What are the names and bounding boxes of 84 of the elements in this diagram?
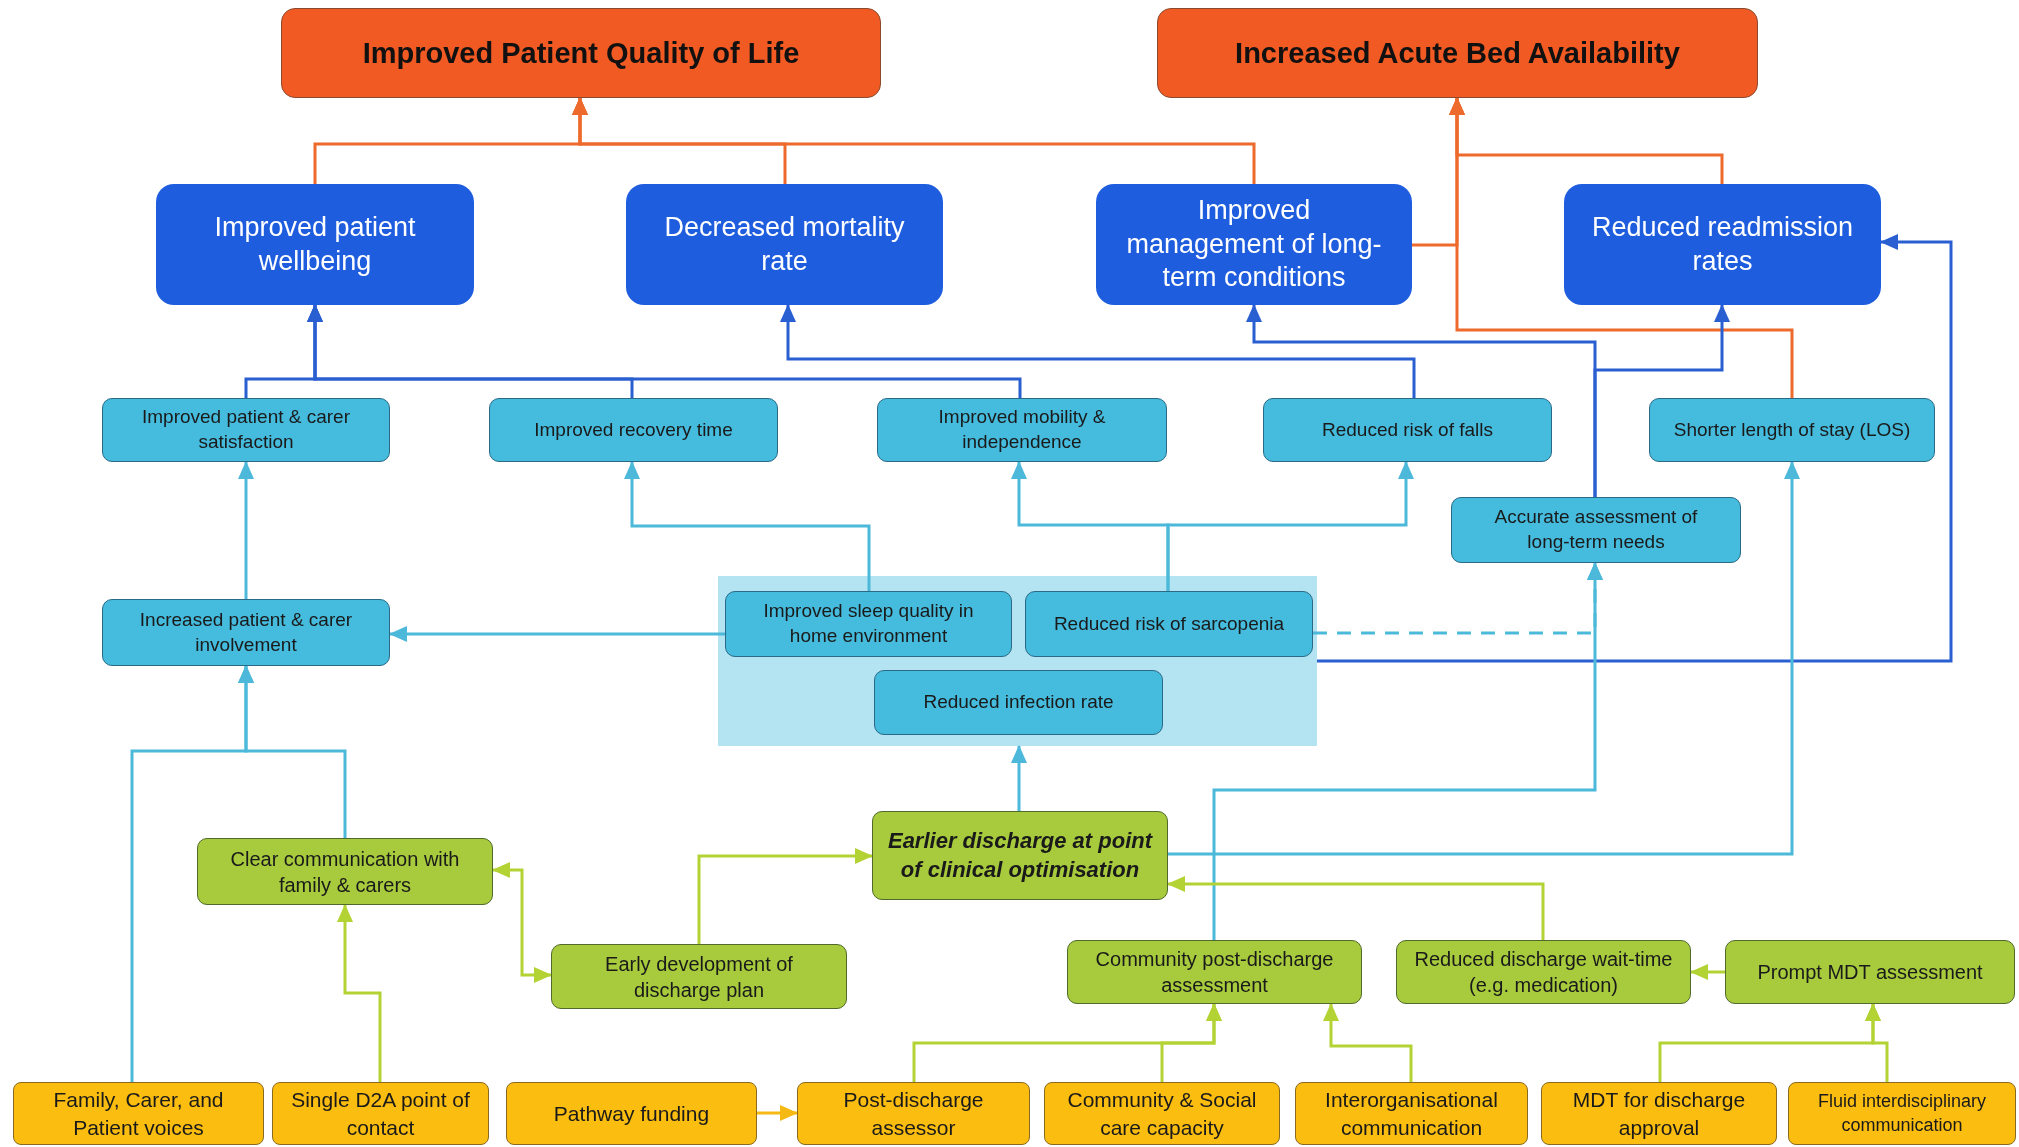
- arrow: [697, 848, 873, 944]
- key-intervention-box: [872, 811, 1168, 900]
- benefit-box: [102, 398, 390, 462]
- node-label: Improved patient & carer satisfaction: [140, 405, 351, 454]
- enabler-box: [1044, 1082, 1280, 1145]
- node-label: Improved mobility & independence: [937, 405, 1107, 454]
- benefit-box: [1263, 398, 1552, 462]
- node-label: Post-discharge assessor: [842, 1087, 985, 1141]
- node-label: Reduced infection rate: [923, 690, 1114, 715]
- enabler-box: [13, 1082, 264, 1145]
- outcome-box: [1096, 184, 1412, 305]
- node-label: Community & Social care capacity: [1066, 1087, 1258, 1141]
- arrow: [1166, 461, 1414, 591]
- arrow: [1011, 745, 1027, 811]
- node-label: Pathway funding: [553, 1100, 710, 1127]
- arrow: [1449, 97, 1794, 398]
- intervention-box: [1396, 940, 1691, 1004]
- node-label: Interorganisational communication: [1324, 1087, 1499, 1141]
- enabler-box: [1295, 1082, 1528, 1145]
- enabler-box: [1788, 1082, 2016, 1145]
- arrow: [572, 97, 1256, 184]
- benefit-box: [1451, 497, 1741, 563]
- outcome-box: [626, 184, 943, 305]
- node-label: Prompt MDT assessment: [1757, 960, 1983, 985]
- node-label: Improved recovery time: [534, 417, 733, 442]
- outcome-box: [156, 184, 474, 305]
- arrow: [1865, 1003, 1889, 1082]
- arrow: [1167, 876, 1545, 940]
- enabler-box: [506, 1082, 757, 1145]
- outcome-box: [1564, 184, 1881, 305]
- arrow: [624, 461, 871, 591]
- benefit-box: [877, 398, 1167, 462]
- node-label: Earlier discharge at point of clinical optimisation: [886, 826, 1154, 884]
- node-label: Clear communication with family & carers: [229, 846, 461, 898]
- arrow: [1593, 304, 1730, 497]
- node-label: Fluid interdisciplinary communication: [1816, 1090, 1988, 1137]
- node-label: Decreased mortality rate: [663, 210, 906, 278]
- node-label: Reduced discharge wait-time (e.g. medication): [1413, 947, 1674, 998]
- arrow: [757, 1105, 798, 1121]
- benefit-box: [874, 670, 1163, 735]
- node-label: Improved management of long-term conditions: [1125, 193, 1383, 295]
- arrow: [307, 304, 1022, 398]
- arrow: [1160, 1003, 1222, 1082]
- goal-box: [281, 8, 881, 98]
- intervention-box: [1067, 940, 1362, 1004]
- arrow: [238, 665, 347, 838]
- node-label: Improved sleep quality in home environment: [762, 599, 975, 648]
- node-label: Accurate assessment of long-term needs: [1493, 505, 1699, 554]
- goal-box: [1157, 8, 1758, 98]
- node-label: Shorter length of stay (LOS): [1673, 417, 1911, 442]
- node-label: Reduced readmission rates: [1590, 210, 1855, 278]
- node-label: Improved Patient Quality of Life: [362, 36, 800, 70]
- node-label: Community post-discharge assessment: [1094, 947, 1335, 998]
- arrow: [337, 904, 382, 1082]
- intervention-box: [1725, 940, 2015, 1004]
- arrow: [389, 626, 725, 642]
- node-label: Family, Carer, and Patient voices: [52, 1087, 225, 1141]
- arrow: [492, 862, 552, 983]
- benefit-box: [102, 599, 390, 666]
- node-label: Increased Acute Bed Availability: [1235, 36, 1680, 70]
- node-label: MDT for discharge approval: [1571, 1087, 1747, 1141]
- node-label: Reduced risk of falls: [1321, 417, 1494, 442]
- node-label: Increased patient & carer involvement: [138, 607, 354, 657]
- intervention-box: [551, 944, 847, 1009]
- arrow: [1212, 562, 1603, 940]
- arrow: [1690, 964, 1725, 980]
- node-label: Single D2A point of contact: [290, 1087, 471, 1141]
- node-label: Early development of discharge plan: [604, 951, 794, 1003]
- node-label: Improved patient wellbeing: [213, 210, 417, 278]
- benefit-box: [1649, 398, 1935, 462]
- benefit-box: [1025, 591, 1313, 657]
- group-band: [718, 576, 1317, 746]
- arrow: [1168, 461, 1800, 856]
- arrow: [1323, 1003, 1413, 1082]
- enabler-box: [272, 1082, 489, 1145]
- arrow: [1317, 234, 1953, 663]
- arrow: [780, 304, 1416, 398]
- enabler-box: [797, 1082, 1030, 1145]
- arrow: [238, 461, 254, 599]
- benefit-box: [725, 591, 1012, 657]
- intervention-box: [197, 838, 493, 905]
- enabler-box: [1541, 1082, 1777, 1145]
- node-label: Reduced risk of sarcopenia: [1053, 611, 1285, 636]
- benefit-box: [489, 398, 778, 462]
